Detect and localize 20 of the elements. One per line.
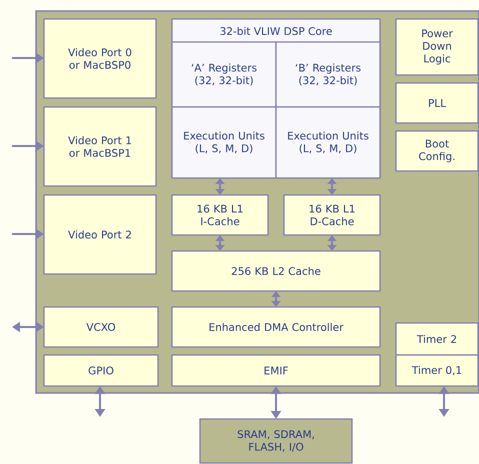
block-box: Video Port 2 <box>43 194 157 275</box>
execution-box: Execution Units (L, S, M, D) <box>171 106 277 179</box>
block-box: Power Down Logic <box>395 18 479 76</box>
timer-box: Timer 0,1 <box>395 354 479 387</box>
cache-box: 16 KB L1 D-Cache <box>283 194 381 236</box>
memory-box: SRAM, SDRAM, FLASH, I/O <box>199 418 353 464</box>
register-box: ‘A’ Registers (32, 32-bit) <box>171 41 277 108</box>
cache-box: 16 KB L1 I-Cache <box>171 194 269 236</box>
register-box: ‘B’ Registers (32, 32-bit) <box>275 41 381 108</box>
block-box: VCXO <box>43 306 159 348</box>
block-box: Video Port 1 or MacBSP1 <box>43 106 157 187</box>
block-box: Video Port 0 or MacBSP0 <box>43 18 157 99</box>
block-box: Enhanced DMA Controller <box>171 306 381 348</box>
block-box: Boot Config. <box>395 130 479 172</box>
timer-box: Timer 2 <box>395 322 479 356</box>
execution-box: Execution Units (L, S, M, D) <box>275 106 381 179</box>
block-box: PLL <box>395 82 479 124</box>
block-box: GPIO <box>43 354 159 387</box>
block-box: EMIF <box>171 354 381 387</box>
cache-box: 256 KB L2 Cache <box>171 250 381 292</box>
